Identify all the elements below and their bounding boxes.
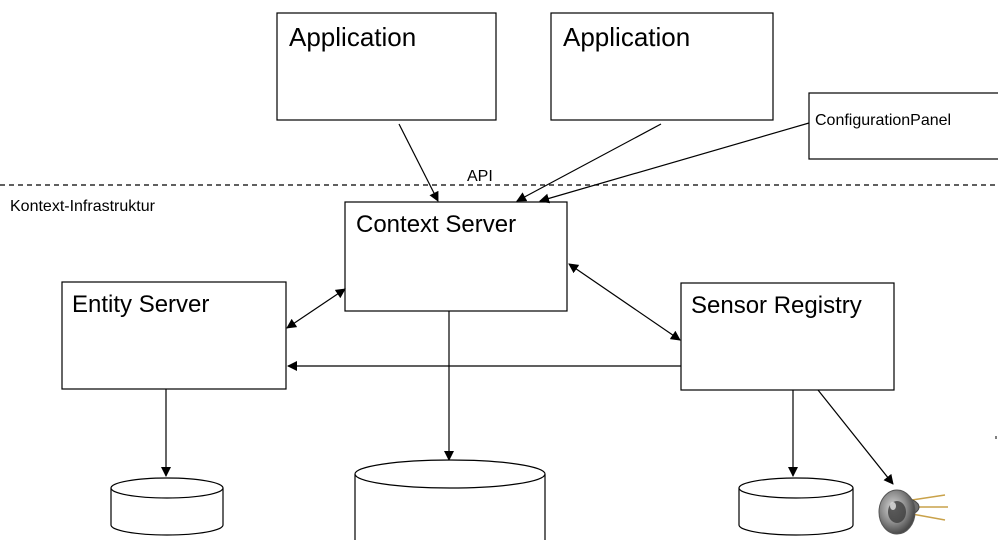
layer-label: Kontext-Infrastruktur xyxy=(10,198,156,215)
context-server-box: Context Server xyxy=(344,201,568,312)
configuration-panel-label: ConfigurationPanel xyxy=(815,112,951,129)
sensor-registry-box: Sensor Registry xyxy=(680,282,895,391)
sensor-device-icon xyxy=(878,489,948,535)
application-box-1: Application xyxy=(276,12,497,121)
application-1-label: Application xyxy=(289,22,416,52)
arrow-context-sensor-registry xyxy=(568,263,681,341)
api-label: API xyxy=(467,168,493,185)
context-server-database-icon xyxy=(354,459,546,540)
configuration-panel-box: ConfigurationPanel xyxy=(808,92,998,160)
entity-server-box: Entity Server xyxy=(61,281,287,390)
arrow-app2-to-context xyxy=(516,123,662,202)
arrow-app1-to-context xyxy=(398,123,439,202)
arrow-sensor-registry-to-sensor xyxy=(817,389,894,485)
application-2-label: Application xyxy=(563,22,690,52)
arrow-config-to-context xyxy=(539,122,810,204)
sensor-registry-label: Sensor Registry xyxy=(691,292,862,319)
sensor-registry-database-icon xyxy=(738,477,854,536)
context-server-label: Context Server xyxy=(356,211,516,238)
arrow-context-entity xyxy=(286,288,346,329)
entity-server-label: Entity Server xyxy=(72,291,209,318)
application-box-2: Application xyxy=(550,12,774,121)
entity-server-database-icon xyxy=(110,477,224,536)
